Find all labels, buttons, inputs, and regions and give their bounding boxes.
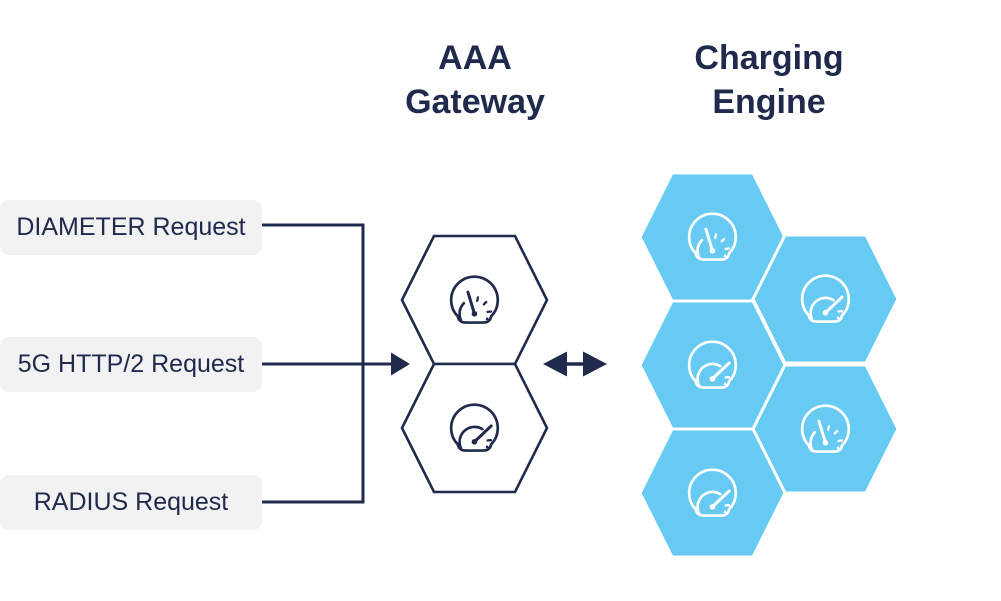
request-label-diameter-text: DIAMETER Request — [16, 213, 246, 241]
aaa-gateway-title-line2: Gateway — [405, 83, 545, 121]
request-label-radius-text: RADIUS Request — [33, 488, 229, 516]
gateway-hexagon-1 — [400, 234, 549, 366]
request-label-radius: RADIUS Request — [0, 475, 262, 530]
charging-engine-title-line2: Engine — [712, 83, 826, 121]
right-arrowhead-icon — [391, 352, 410, 376]
aaa-gateway-title: AAA Gateway — [355, 36, 595, 124]
charging-engine-title-line1: Charging — [694, 39, 844, 77]
left-arrowhead-icon — [543, 351, 567, 377]
request-label-5g-http2-text: 5G HTTP/2 Request — [17, 350, 245, 378]
request-label-5g-http2: 5G HTTP/2 Request — [0, 337, 262, 392]
right-arrowhead-icon — [583, 351, 607, 377]
bidirectional-arrow-icon — [543, 351, 607, 377]
request-label-diameter: DIAMETER Request — [0, 200, 262, 255]
aaa-gateway-title-line1: AAA — [438, 39, 512, 77]
charging-engine-title: Charging Engine — [649, 36, 889, 124]
